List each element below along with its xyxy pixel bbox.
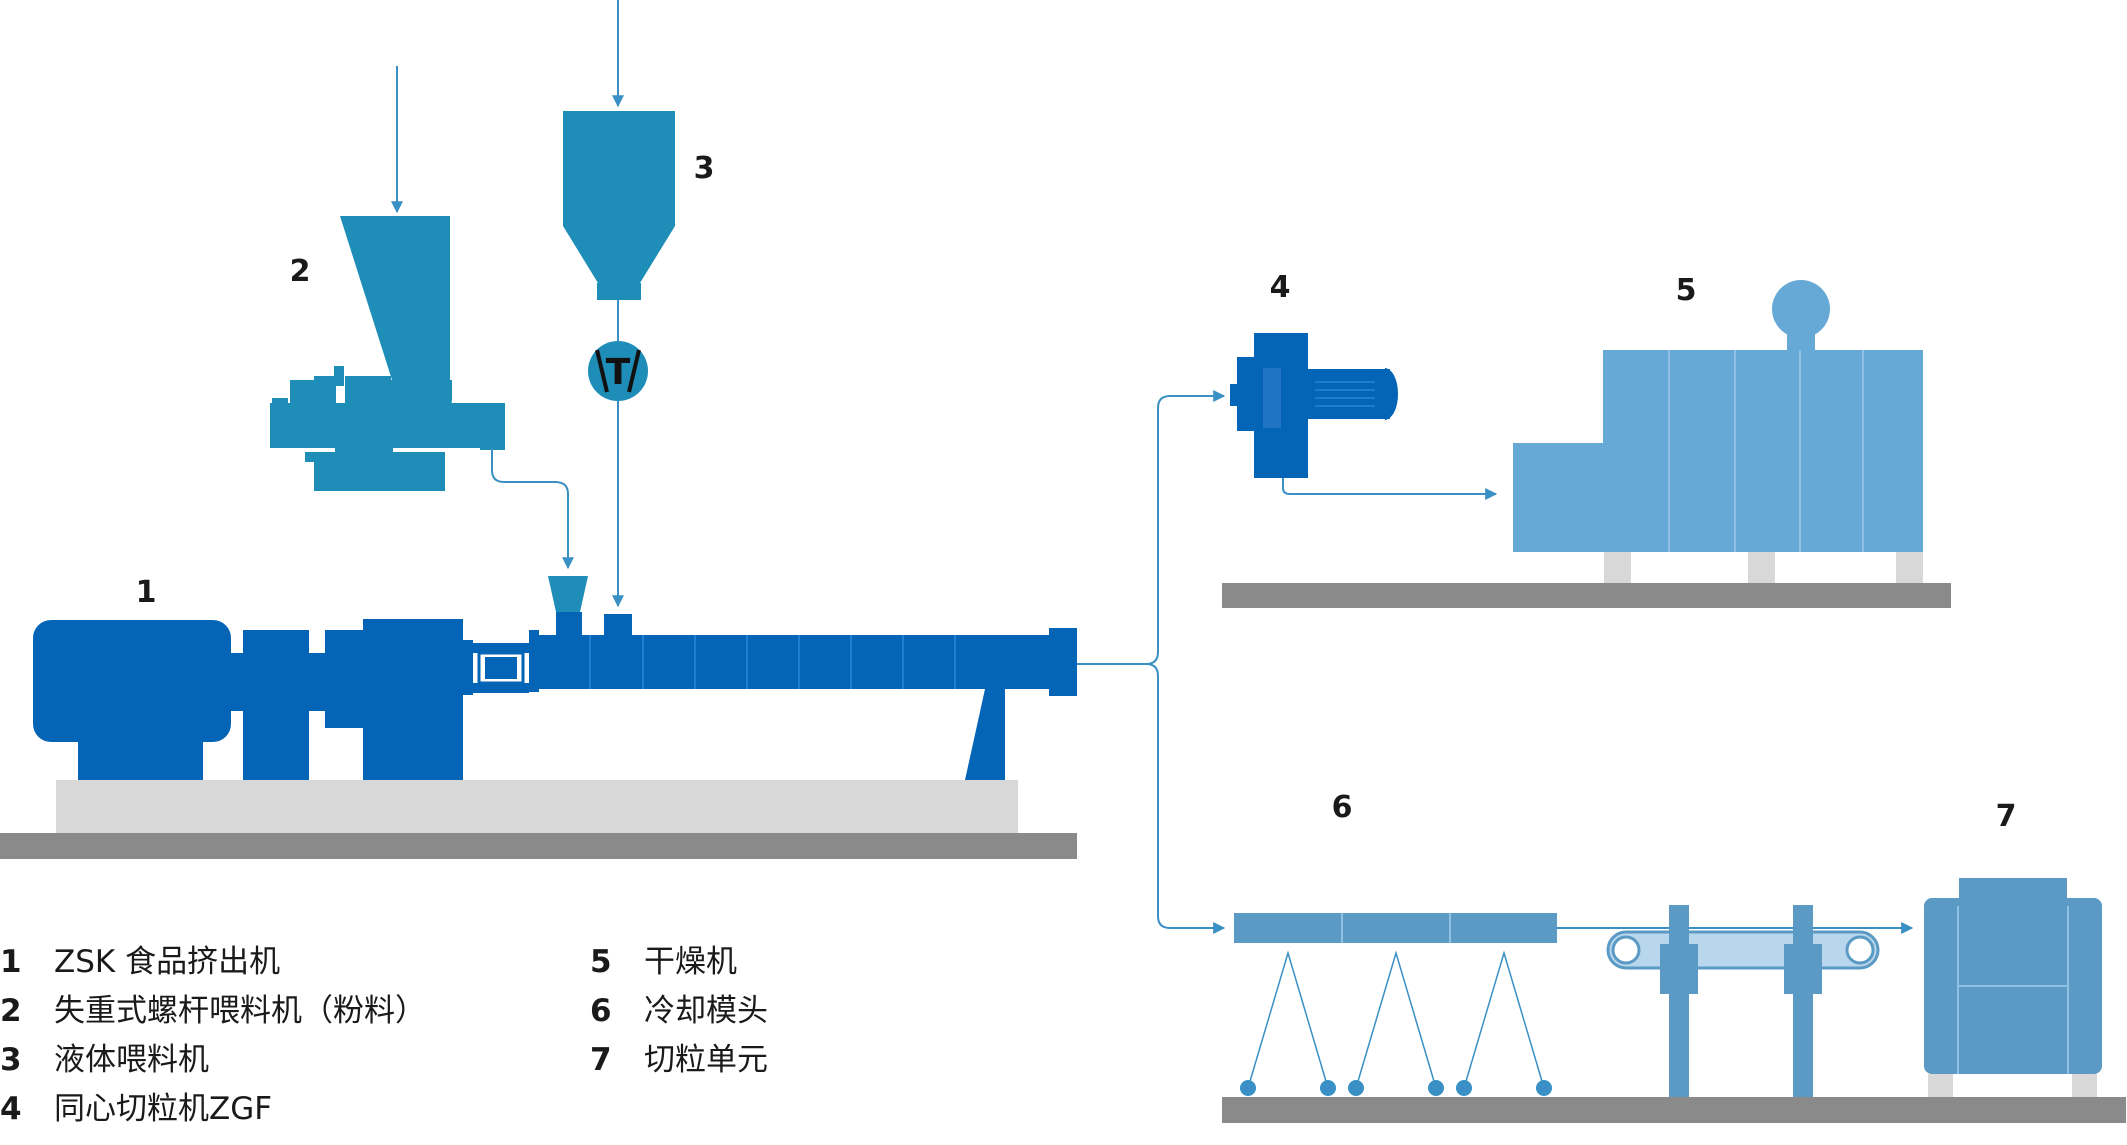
extruder-base — [0, 833, 1077, 859]
label-6: 6 — [1332, 790, 1353, 825]
label-4: 4 — [1270, 270, 1291, 305]
liquid-injection-port — [604, 614, 632, 635]
liquid-feeder: T — [563, 111, 675, 401]
flow-lines — [391, 0, 1914, 934]
label-1: 1 — [136, 575, 157, 610]
feed-hopper-small — [548, 576, 588, 612]
extruder-bed — [56, 780, 1018, 833]
centric-pelletizer — [1230, 333, 1398, 478]
label-7: 7 — [1996, 799, 2017, 834]
valve-icon — [588, 341, 648, 401]
dryer — [1222, 280, 1951, 608]
barrel — [539, 635, 1049, 689]
extruder-zsk — [0, 576, 1077, 859]
die-plate — [1049, 628, 1077, 696]
gearbox — [363, 619, 463, 780]
cooling-die — [1222, 913, 2126, 1123]
svg-text:T: T — [606, 352, 631, 393]
coupling — [243, 630, 309, 780]
screw-feeder — [270, 216, 505, 491]
conveyor-belt — [1606, 930, 1880, 970]
pelletizing-unit — [1606, 878, 2102, 1097]
label-2: 2 — [290, 254, 311, 289]
label-3: 3 — [694, 151, 715, 186]
motor — [33, 620, 231, 742]
label-5: 5 — [1676, 273, 1697, 308]
